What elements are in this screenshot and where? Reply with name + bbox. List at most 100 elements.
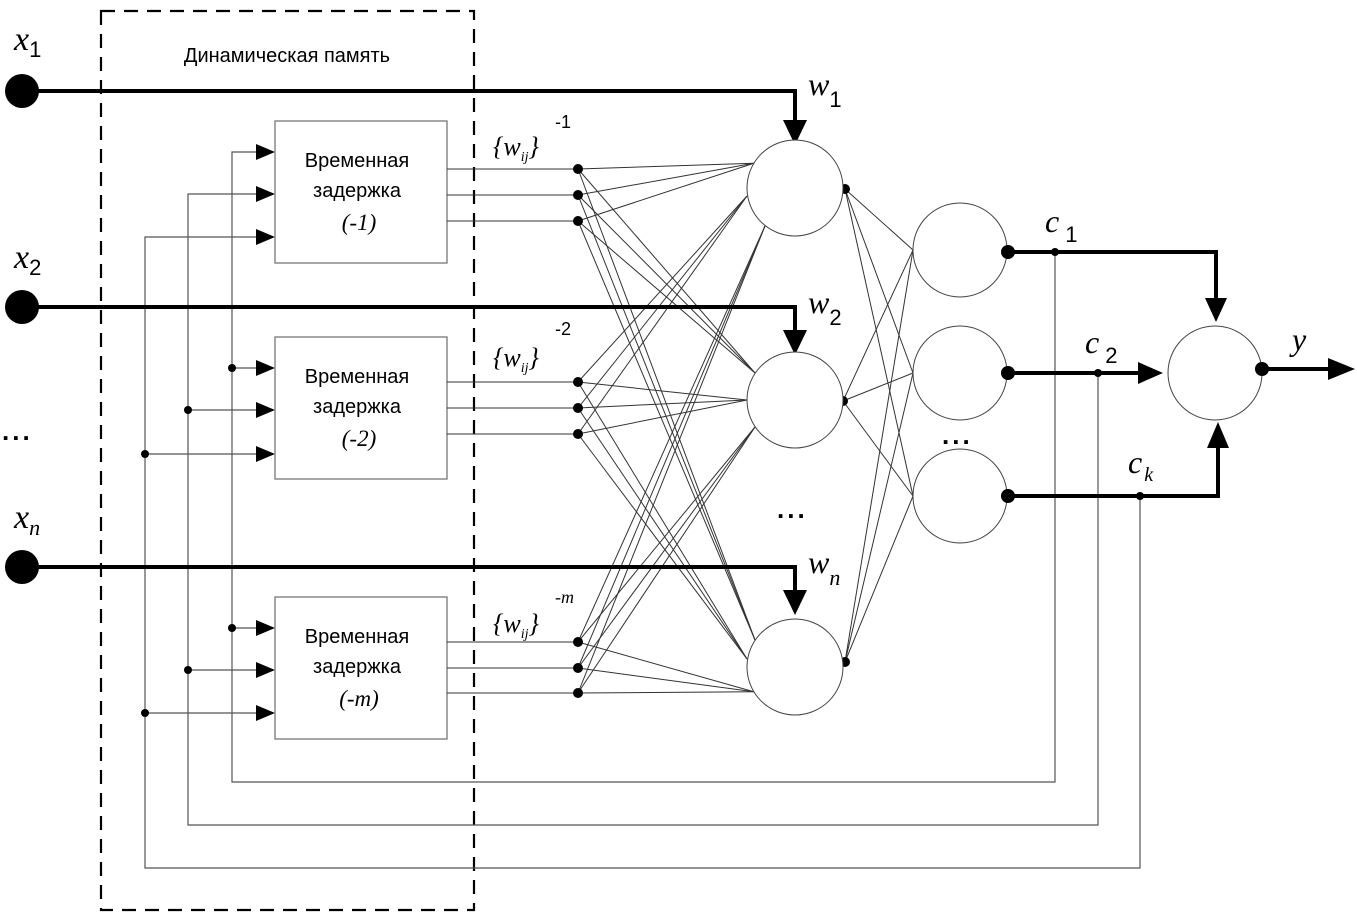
delay-to-hidden-connection [577,162,755,222]
delay-to-hidden-connection [577,399,748,435]
distribution-node-dot [573,637,583,647]
rbf-neuron-1 [912,202,1008,298]
distribution-node-dot [573,663,583,673]
hidden-to-rbf-connection [842,372,914,402]
delay-input-arrow [256,402,275,418]
input-label-x1: x1 [13,21,41,62]
delay-to-hidden-connection [577,691,754,694]
delay-input-arrow [256,360,275,376]
delay-weight-label-1: {wij} [493,132,540,165]
c2-tap-dot [1094,369,1102,377]
dynamic-memory-boundary [99,9,476,912]
delay-to-hidden-connection [577,641,755,693]
arrow-into-hidden-1 [783,120,807,145]
delay-to-hidden-connection [577,195,748,435]
input-labels: x1 x2 xn ... [2,21,41,540]
delay-block-1: Временная задержка (-1) [274,120,448,264]
distribution-node-dot [573,688,583,698]
hidden-layer: ... [746,139,844,716]
hidden-to-rbf-connection [844,188,914,251]
distribution-node-dot [573,429,583,439]
branch-junction-dot [184,666,192,674]
hidden-to-rbf-connection [844,188,914,374]
hidden-neuron-n [746,618,844,716]
distribution-node-dot [573,216,583,226]
distribution-node-dot [573,164,583,174]
output-label-y: y [1289,321,1307,357]
hidden-to-rbf-connection [844,249,914,663]
delay-to-hidden-connection [577,220,756,641]
input-label-xn: xn [13,499,40,540]
output-wire-ck [1008,445,1220,498]
delay-input-arrow [256,662,275,678]
arrow-ck [1207,422,1229,448]
input-line-xn [22,565,797,592]
delay-block-m: Временная задержка (-m) [274,596,448,740]
hidden-to-rbf-connection [842,400,914,497]
delay-block-2-line2: задержка [313,396,402,418]
delay-to-hidden-connection [577,225,766,694]
delay-to-hidden-connection [577,381,748,660]
input-ellipsis: ... [2,416,33,446]
branch-junction-dot [228,624,236,632]
delay-to-hidden-connection [577,168,756,641]
delay-to-hidden-connection [577,426,756,669]
delay-to-hidden-connection [577,426,756,694]
rbf-1-output-dot [1001,245,1015,259]
delay-to-hidden-connection [577,433,748,660]
delay-block-m-line2: задержка [313,656,402,678]
delay-to-hidden-connection [577,195,748,409]
hidden-to-rbf-connections [838,184,914,667]
delay-block-1-line2: задержка [313,180,402,202]
arrow-c2 [1138,362,1163,384]
distribution-node-dot [573,190,583,200]
delay-weight-sup-m: -m [555,587,574,607]
delay-weight-label-m: {wij} [493,609,540,642]
arrow-into-hidden-n [783,590,807,615]
hidden-weight-w1: w1 [808,66,842,112]
delay-to-hidden-connection [577,225,766,643]
feedback-wires [144,151,1141,869]
delay-input-arrow [256,620,275,636]
delay-block-m-order: (-m) [339,686,379,711]
c1-tap-dot [1051,248,1059,256]
arrow-c1 [1205,298,1227,322]
delay-blocks: Временная задержка (-1) Временная задерж… [274,120,448,740]
hidden-to-rbf-connection [844,188,914,497]
ck-tap-dot [1136,492,1144,500]
hidden-weight-wn: wn [808,544,840,590]
hidden-to-rbf-connection [844,372,914,663]
delay-to-hidden-connection [577,162,754,170]
delay-to-hidden-connection [577,168,756,374]
hidden-neuron-2 [746,351,844,449]
delay-weight-label-2: {wij} [493,343,540,376]
hidden-neuron-1 [746,139,844,237]
output-neuron [1167,325,1263,421]
delay-block-m-line1: Временная [305,626,410,648]
rbf-layer: ... [912,202,1008,544]
rbf-ellipsis: ... [942,420,973,450]
delay-block-2-order: (-2) [342,426,376,451]
delay-to-hidden-connection [577,426,756,643]
feedback-wire-c1 [231,151,1056,783]
branch-junction-dot [184,406,192,414]
delay-block-1-line1: Временная [305,150,410,172]
delay-to-hidden-connections [447,162,766,698]
hidden-weight-labels: w1 w2 wn [808,66,842,590]
delay-block-2: Временная задержка (-2) [274,336,448,480]
output-wires [1001,245,1229,503]
rbf-2-output-dot [1001,366,1015,380]
delay-to-hidden-connection [577,195,748,383]
arrow-into-hidden-2 [783,330,807,355]
feedback-wire-ck [144,236,1141,869]
dynamic-memory-title: Динамическая память [184,45,390,67]
output-layer: y [1167,321,1355,421]
delay-to-hidden-connection [577,194,756,641]
distribution-node-dot [573,377,583,387]
delay-input-arrow [256,705,275,721]
input-node-x1 [5,74,39,108]
delay-block-1-order: (-1) [342,210,376,235]
